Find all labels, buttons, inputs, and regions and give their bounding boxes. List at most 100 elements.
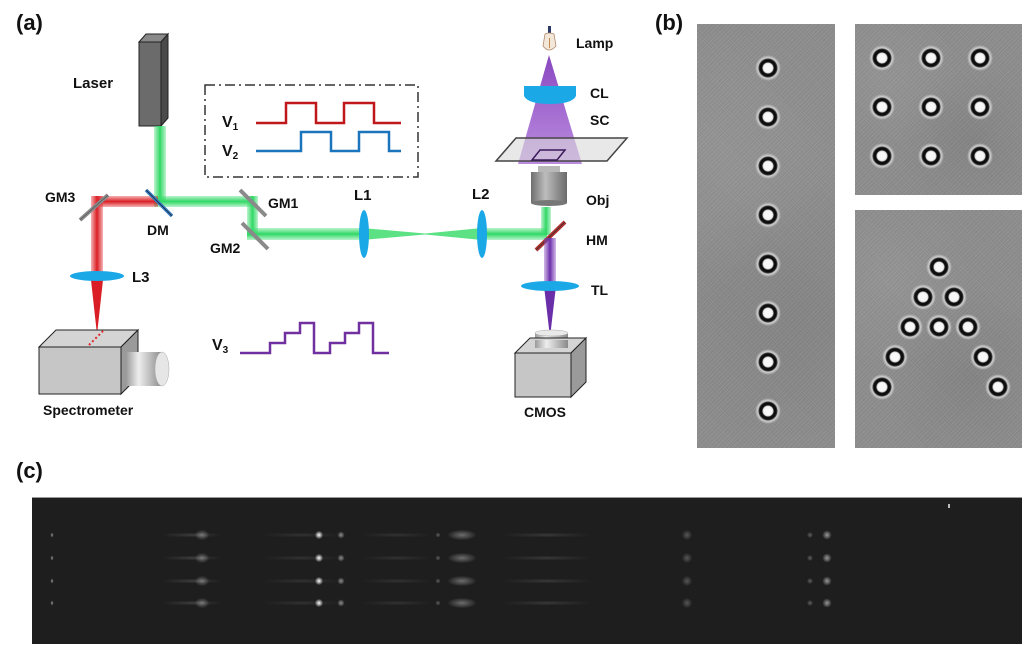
signal-legend-box [204, 84, 419, 178]
obj-label: Obj [586, 192, 609, 208]
spectral-band [262, 579, 342, 583]
lamp-icon [542, 26, 557, 51]
sample-chamber-icon [494, 137, 629, 162]
trapped-particle [970, 344, 996, 370]
illumination-cone [518, 55, 582, 164]
spectrometer-label: Spectrometer [43, 402, 134, 418]
trapped-particle [755, 349, 781, 375]
trapped-particle [985, 374, 1011, 400]
trapped-particle [967, 143, 993, 169]
trapped-particle [926, 314, 952, 340]
trapped-particle [869, 94, 895, 120]
red-beam-focus [91, 280, 103, 330]
trapped-particle [926, 254, 952, 280]
gm1-label: GM1 [268, 195, 299, 211]
v3-waveform [240, 321, 389, 355]
trapped-particle [918, 45, 944, 71]
spectral-peak [807, 532, 813, 538]
spectral-peak [337, 554, 345, 562]
objective-icon [531, 166, 567, 206]
trapped-particle [755, 153, 781, 179]
spectral-peak [682, 576, 692, 586]
trapped-particle [755, 202, 781, 228]
l3-lens-icon [70, 271, 124, 281]
trapped-particle [910, 284, 936, 310]
gm3-label: GM3 [45, 189, 76, 205]
violet-beam-focus [544, 286, 556, 333]
optical-setup-diagram: Laser GM3 DM GM1 GM2 L1 L2 L3 Spectromet… [37, 26, 629, 420]
v1-label: V1 [222, 114, 239, 133]
trapped-particle [869, 143, 895, 169]
spectral-band [502, 601, 592, 605]
v2-label: V2 [222, 143, 239, 162]
trapped-particle [755, 300, 781, 326]
cmos-label: CMOS [524, 404, 566, 420]
spectral-peak [337, 599, 345, 607]
spectral-peak [448, 530, 476, 540]
cmos-camera-icon [513, 329, 588, 399]
cl-label: CL [590, 85, 609, 101]
micrograph-line-pattern [697, 24, 835, 448]
trapped-particle [755, 398, 781, 424]
trapped-particle [897, 314, 923, 340]
spectral-band [362, 601, 432, 605]
violet-beam [544, 238, 556, 286]
spectral-peak [195, 530, 209, 540]
spectral-peak [50, 600, 54, 606]
v2-waveform [256, 130, 401, 153]
green-beam-gm2-l1 [247, 228, 362, 240]
v1-waveform [256, 101, 401, 125]
spectral-band [362, 533, 432, 537]
spectrometer-icon [37, 328, 170, 396]
panel-b-label: (b) [655, 10, 684, 35]
trapped-particle [755, 251, 781, 277]
spectral-peak [682, 553, 692, 563]
gm2-mirror-icon [240, 221, 270, 251]
spectral-peak [448, 576, 476, 586]
trapped-particle [967, 45, 993, 71]
spectral-peak [807, 600, 813, 606]
spectral-peak [822, 598, 832, 608]
l2-lens-icon [477, 210, 487, 258]
spectra-image [32, 497, 1022, 644]
green-beam-hm-obj [541, 207, 551, 235]
spectral-band [262, 601, 342, 605]
trapped-particle [869, 374, 895, 400]
cl-condenser-lens-icon [524, 86, 576, 104]
v3-label: V3 [212, 337, 229, 356]
gm1-mirror-icon [238, 188, 268, 218]
trapped-particle [755, 104, 781, 130]
spectral-band [162, 601, 222, 605]
spectral-band [162, 579, 222, 583]
spectral-peak [822, 576, 832, 586]
trapped-particle [755, 55, 781, 81]
spectral-peak [822, 530, 832, 540]
red-beam-gm3-l3 [91, 196, 103, 280]
trapped-particle [918, 94, 944, 120]
micrograph-letter-a-pattern [855, 210, 1022, 448]
spectral-peak [337, 577, 345, 585]
spectral-peak [682, 598, 692, 608]
spectral-peak [448, 598, 476, 608]
trapped-particle [882, 344, 908, 370]
spectral-band [362, 556, 432, 560]
trapped-particle [967, 94, 993, 120]
spectral-peak [682, 530, 692, 540]
spectral-peak [50, 532, 54, 538]
sc-label: SC [590, 112, 609, 128]
spectral-peak [315, 554, 323, 562]
lamp-label: Lamp [576, 35, 613, 51]
spectral-peak [315, 531, 323, 539]
tl-label: TL [591, 282, 609, 298]
green-beam-vertical [154, 126, 166, 202]
panel-a-label: (a) [16, 10, 43, 35]
trapped-particle [941, 284, 967, 310]
spectral-peak [807, 578, 813, 584]
red-beam-dm-gm3 [98, 196, 158, 207]
spectral-band [502, 579, 592, 583]
spectral-peak [435, 578, 441, 584]
spectral-band [262, 533, 342, 537]
spectral-peak [435, 600, 441, 606]
trapped-particle [918, 143, 944, 169]
laser-icon [137, 32, 170, 128]
